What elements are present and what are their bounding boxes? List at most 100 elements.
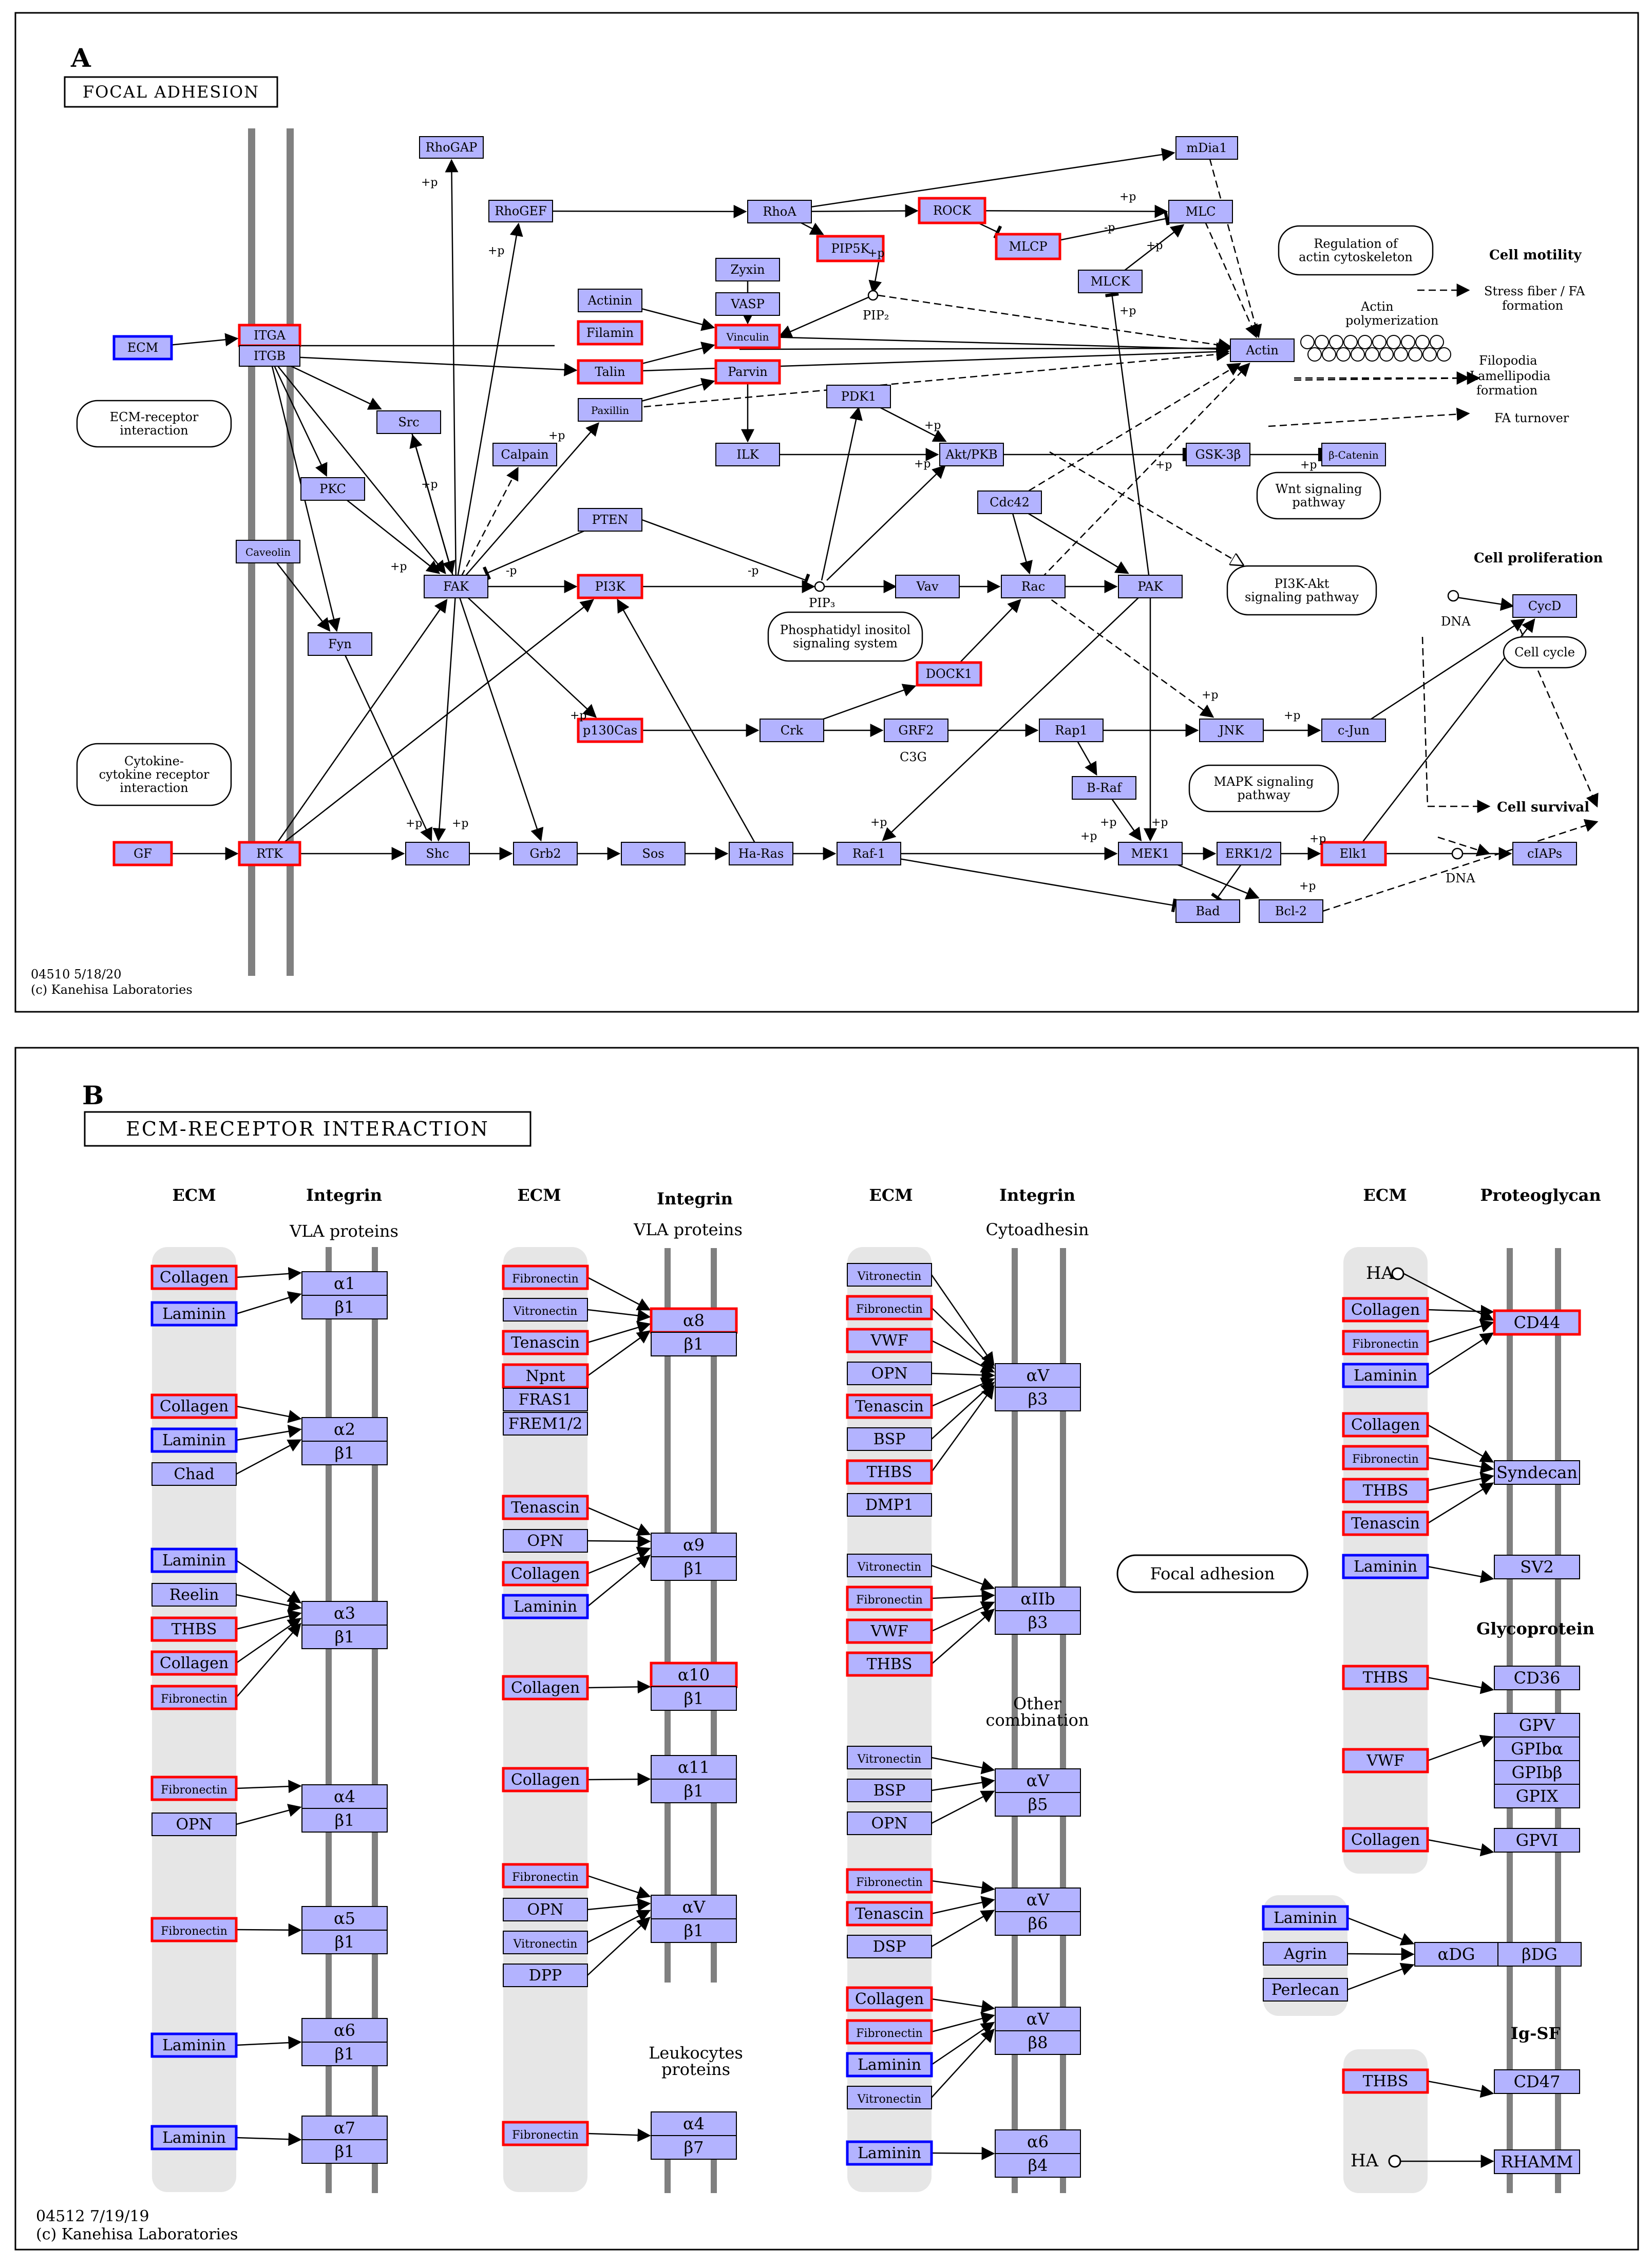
node-ecm[interactable]: ECM [112, 335, 173, 361]
ligand-fibronectin-l10[interactable]: Fibronectin [150, 1685, 238, 1710]
node-grf2[interactable]: GRF2 [884, 719, 948, 742]
ligand-laminin-n21[interactable]: Laminin [846, 2052, 933, 2078]
node-cdc42[interactable]: Cdc42 [977, 490, 1042, 514]
ligand-opn-l12[interactable]: OPN [151, 1813, 237, 1836]
ligand-collagen-p11[interactable]: Collagen [1342, 1827, 1429, 1853]
node-pten[interactable]: PTEN [578, 508, 642, 532]
ligand-thbs-p9[interactable]: THBS [1342, 1665, 1429, 1690]
receptor-u2[interactable]: Syndecan [1494, 1460, 1580, 1485]
node-calpain[interactable]: Calpain [492, 443, 557, 466]
node-pak[interactable]: PAK [1118, 575, 1183, 598]
node-cycd[interactable]: CycD [1512, 594, 1577, 618]
receptor-u4[interactable]: CD36 [1494, 1666, 1580, 1690]
ligand-fibronectin-n10[interactable]: Fibronectin [846, 1586, 933, 1611]
node-crk[interactable]: Crk [759, 719, 824, 742]
ligand-thbs-l8[interactable]: THBS [150, 1616, 238, 1642]
ligand-tenascin-m3[interactable]: Tenascin [502, 1330, 589, 1355]
ligand-collagen-n19[interactable]: Collagen [846, 1986, 933, 2012]
node-raf1[interactable]: Raf-1 [837, 842, 901, 865]
node-talin[interactable]: Talin [577, 359, 643, 385]
node-vinculin[interactable]: Vinculin [714, 324, 781, 349]
ligand-vitronectin-n22[interactable]: Vitronectin [847, 2086, 932, 2109]
ligand-tenascin-m7[interactable]: Tenascin [502, 1495, 589, 1520]
ligand-fras1-m5[interactable]: FRAS1 [503, 1388, 588, 1411]
node-mlcp[interactable]: MLCP [995, 233, 1061, 260]
node-rac[interactable]: Rac [1001, 575, 1066, 598]
ligand-opn-n4[interactable]: OPN [847, 1362, 932, 1385]
node-p130cas[interactable]: p130Cas [577, 718, 643, 743]
ligand-vitronectin-m2[interactable]: Vitronectin [503, 1298, 588, 1322]
ligand-collagen-m12[interactable]: Collagen [502, 1767, 589, 1792]
receptor-u3[interactable]: SV2 [1494, 1555, 1580, 1579]
ligand-laminin-l6[interactable]: Laminin [150, 1547, 238, 1573]
ligand-tenascin-n17[interactable]: Tenascin [846, 1901, 933, 1927]
node-mlck[interactable]: MLCK [1078, 270, 1143, 293]
ligand-frem1-2-m6[interactable]: FREM1/2 [503, 1412, 588, 1436]
ligand-npnt-m4[interactable]: Npnt [502, 1363, 589, 1389]
ligand-thbs-p15[interactable]: THBS [1342, 2068, 1429, 2094]
receptor-u1[interactable]: CD44 [1493, 1309, 1581, 1336]
ligand-fibronectin-m17[interactable]: Fibronectin [502, 2121, 589, 2146]
node-rhogap[interactable]: RhoGAP [419, 136, 484, 159]
ligand-laminin-l4[interactable]: Laminin [150, 1427, 238, 1453]
ligand-fibronectin-l13[interactable]: Fibronectin [150, 1917, 238, 1942]
receptor-u9[interactable]: RHAMM [1494, 2149, 1580, 2174]
ligand-vwf-n11[interactable]: VWF [846, 1618, 933, 1644]
node-rock[interactable]: ROCK [918, 197, 986, 224]
ligand-vwf-p10[interactable]: VWF [1342, 1748, 1429, 1773]
node-braf[interactable]: B-Raf [1072, 776, 1136, 800]
node-shc[interactable]: Shc [405, 842, 470, 865]
node-vav[interactable]: Vav [895, 575, 960, 598]
ligand-laminin-n23[interactable]: Laminin [846, 2140, 933, 2166]
node-elk1[interactable]: Elk1 [1320, 841, 1387, 866]
ligand-collagen-m9[interactable]: Collagen [502, 1561, 589, 1587]
ligand-laminin-l15[interactable]: Laminin [150, 2125, 238, 2150]
ligand-thbs-p6[interactable]: THBS [1342, 1478, 1429, 1503]
node-parvin[interactable]: Parvin [714, 359, 781, 385]
ligand-bsp-n14[interactable]: BSP [847, 1779, 932, 1802]
node-rtk[interactable]: RTK [238, 841, 301, 866]
ligand-collagen-l9[interactable]: Collagen [150, 1650, 238, 1676]
ligand-laminin-m10[interactable]: Laminin [502, 1594, 589, 1619]
ligand-dpp-m16[interactable]: DPP [503, 1964, 588, 1987]
node-aktpkb[interactable]: Akt/PKB [939, 443, 1004, 466]
node-bcl2[interactable]: Bcl-2 [1259, 899, 1323, 923]
node-rhogef[interactable]: RhoGEF [488, 200, 553, 222]
node-actin[interactable]: Actin [1230, 338, 1295, 362]
ligand-vwf-n3[interactable]: VWF [846, 1328, 933, 1353]
ligand-vitronectin-m15[interactable]: Vitronectin [503, 1931, 588, 1954]
ligand-vitronectin-n13[interactable]: Vitronectin [847, 1746, 932, 1769]
receptor-u8[interactable]: CD47 [1494, 2069, 1580, 2094]
node-rap1[interactable]: Rap1 [1039, 719, 1104, 742]
ligand-thbs-n12[interactable]: THBS [846, 1651, 933, 1677]
map-cc-map[interactable]: Cell cycle [1503, 636, 1587, 669]
ligand-laminin-p3[interactable]: Laminin [1342, 1363, 1429, 1388]
ligand-laminin-l14[interactable]: Laminin [150, 2032, 238, 2058]
node-zyxin[interactable]: Zyxin [715, 258, 780, 281]
ligand-opn-m14[interactable]: OPN [503, 1898, 588, 1921]
ligand-fibronectin-m1[interactable]: Fibronectin [502, 1264, 589, 1290]
node-mek1[interactable]: MEK1 [1118, 842, 1183, 865]
node-filamin[interactable]: Filamin [577, 320, 643, 346]
